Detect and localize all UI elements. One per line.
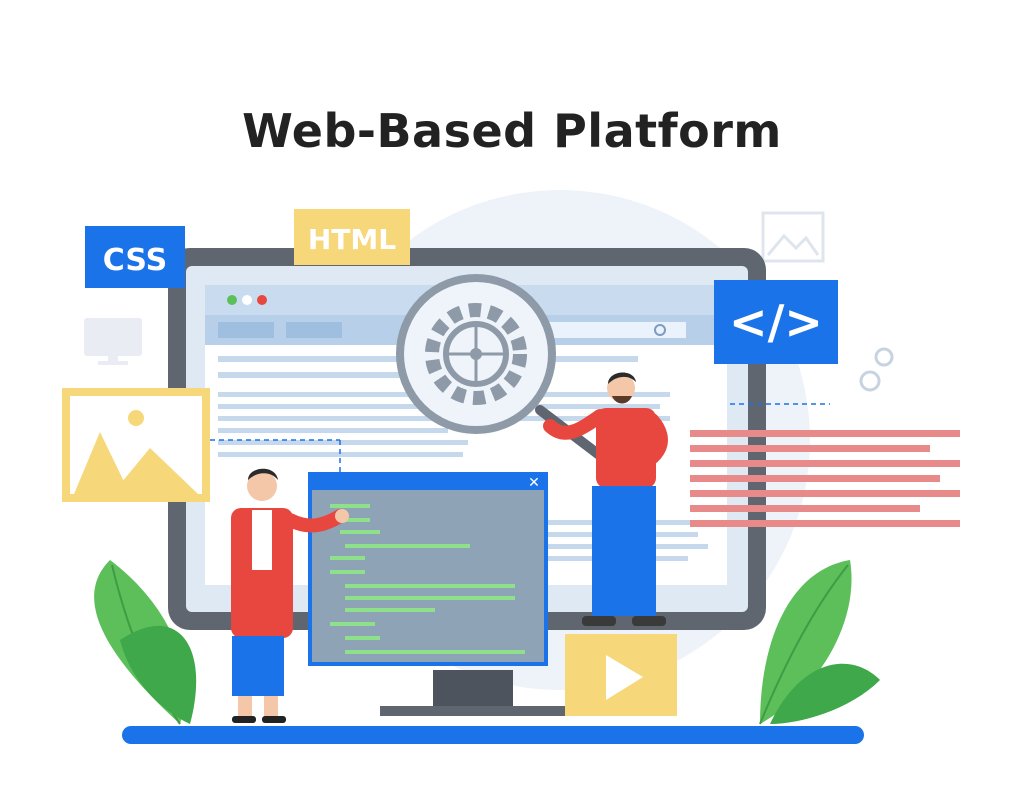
ground-bar xyxy=(122,726,864,744)
monitor-icon xyxy=(84,318,142,365)
code-window: ✕ xyxy=(308,472,548,666)
close-icon: ✕ xyxy=(528,475,540,491)
man-figure xyxy=(543,372,668,626)
image-icon xyxy=(62,388,210,502)
red-code-block xyxy=(690,430,960,527)
css-badge: CSS xyxy=(85,226,185,288)
code-label: </> xyxy=(729,295,823,349)
gear-icon xyxy=(859,347,894,392)
leaf-icon-left xyxy=(94,560,197,725)
code-brackets-icon: </> xyxy=(714,280,838,364)
page-title: Web-Based Platform xyxy=(242,104,782,158)
monitor-base xyxy=(380,706,570,716)
css-label: CSS xyxy=(103,243,167,278)
html-badge: HTML xyxy=(294,209,410,265)
leaf-icon-right xyxy=(759,560,880,725)
woman-figure xyxy=(231,468,349,723)
html-label: HTML xyxy=(308,223,396,256)
play-icon xyxy=(565,634,677,716)
image-icon-faded xyxy=(761,211,825,263)
